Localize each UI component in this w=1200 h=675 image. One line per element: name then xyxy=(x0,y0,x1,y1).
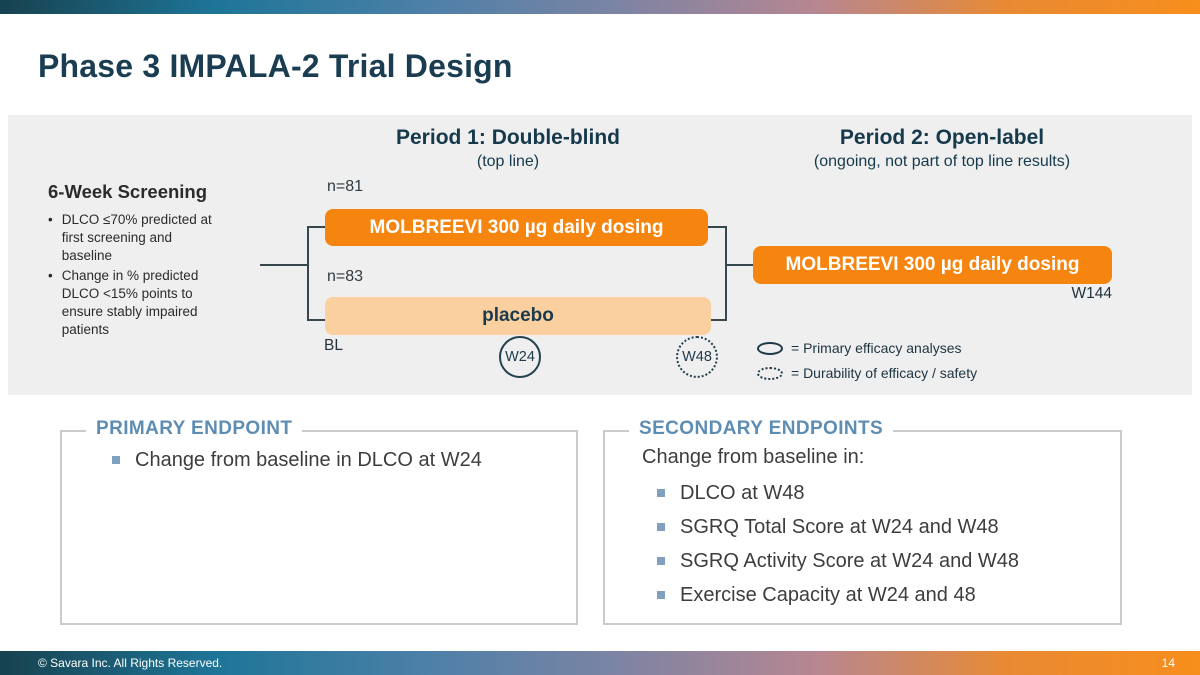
diagram-legend: = Primary efficacy analyses = Durability… xyxy=(757,338,977,388)
placebo-arm-bar: placebo xyxy=(325,297,711,335)
connector-right-stub-top xyxy=(705,226,727,228)
bullet-dot-icon: • xyxy=(48,268,53,283)
endpoint-text: DLCO at W48 xyxy=(680,482,805,504)
bullet-square-icon xyxy=(112,456,120,464)
screening-bullet-list: • DLCO ≤70% predicted at first screening … xyxy=(48,211,220,339)
period1-header: Period 1: Double-blind (top line) xyxy=(308,125,708,173)
secondary-endpoints-box: SECONDARY ENDPOINTS Change from baseline… xyxy=(603,418,1122,625)
secondary-endpoints-list: DLCO at W48 SGRQ Total Score at W24 and … xyxy=(657,481,1120,608)
legend-text: = Primary efficacy analyses xyxy=(791,340,962,356)
openlabel-arm-label: MOLBREEVI 300 µg daily dosing xyxy=(785,254,1080,275)
legend-text: = Durability of efficacy / safety xyxy=(791,365,978,381)
endpoint-item: Change from baseline in DLCO at W24 xyxy=(112,448,576,473)
endpoint-item: SGRQ Total Score at W24 and W48 xyxy=(657,515,1120,540)
screening-bullet-text: DLCO ≤70% predicted at first screening a… xyxy=(61,212,212,263)
w144-label: W144 xyxy=(1071,285,1113,302)
period2-subtitle: (ongoing, not part of top line results) xyxy=(813,153,1071,170)
solid-ellipse-icon xyxy=(757,341,783,355)
screening-title: 6-Week Screening xyxy=(48,181,208,202)
endpoint-item: Exercise Capacity at W24 and 48 xyxy=(657,583,1120,608)
connector-left-stub-top xyxy=(307,226,327,228)
period2-title: Period 2: Open-label xyxy=(839,126,1045,149)
bullet-square-icon xyxy=(657,523,665,531)
page-number: 14 xyxy=(1161,656,1175,670)
w48-label: W48 xyxy=(682,349,712,365)
screening-bullet: • Change in % predicted DLCO <15% points … xyxy=(48,267,220,339)
primary-endpoint-list: Change from baseline in DLCO at W24 xyxy=(112,448,576,473)
period1-subtitle: (top line) xyxy=(476,153,540,170)
endpoint-text: SGRQ Total Score at W24 and W48 xyxy=(680,516,999,538)
connector-screening-line xyxy=(260,264,307,266)
molbreevi-arm-bar: MOLBREEVI 300 µg daily dosing xyxy=(325,209,708,246)
endpoint-text: SGRQ Activity Score at W24 and W48 xyxy=(680,550,1020,572)
arm1-n-label: n=81 xyxy=(327,178,364,195)
bullet-dot-icon: • xyxy=(48,212,53,227)
screening-block: 6-Week Screening • DLCO ≤70% predicted at… xyxy=(48,181,263,341)
w48-marker: W48 xyxy=(676,336,718,378)
period2-header: Period 2: Open-label (ongoing, not part … xyxy=(732,125,1152,173)
connector-left-bracket-vertical xyxy=(307,226,309,321)
bullet-square-icon xyxy=(657,489,665,497)
connector-right-bracket-vertical xyxy=(725,226,727,321)
dotted-ellipse-icon xyxy=(757,366,783,380)
screening-bullet: • DLCO ≤70% predicted at first screening … xyxy=(48,211,220,265)
connector-right-stub-bottom xyxy=(709,319,727,321)
page-title: Phase 3 IMPALA-2 Trial Design xyxy=(38,48,513,84)
legend-row-primary: = Primary efficacy analyses xyxy=(757,338,977,358)
footer-bar: © Savara Inc. All Rights Reserved. 14 xyxy=(0,651,1200,675)
top-gradient-bar xyxy=(0,0,1200,14)
secondary-endpoints-title: SECONDARY ENDPOINTS xyxy=(629,418,894,440)
endpoint-text: Change from baseline in DLCO at W24 xyxy=(135,449,482,471)
primary-endpoint-box: PRIMARY ENDPOINT Change from baseline in… xyxy=(60,418,578,625)
bullet-square-icon xyxy=(657,591,665,599)
arm2-n-label: n=83 xyxy=(327,268,364,285)
baseline-label: BL xyxy=(324,337,343,354)
endpoint-item: DLCO at W48 xyxy=(657,481,1120,506)
screening-bullet-text: Change in % predicted DLCO <15% points t… xyxy=(61,268,199,337)
placebo-arm-label: placebo xyxy=(482,305,554,326)
period1-title: Period 1: Double-blind xyxy=(396,126,620,149)
legend-row-durability: = Durability of efficacy / safety xyxy=(757,363,977,383)
connector-openlabel-line xyxy=(725,264,755,266)
bullet-square-icon xyxy=(657,557,665,565)
trial-diagram-panel: Period 1: Double-blind (top line) Period… xyxy=(8,115,1192,395)
molbreevi-arm-label: MOLBREEVI 300 µg daily dosing xyxy=(369,216,664,238)
connector-left-stub-bottom xyxy=(307,319,327,321)
w24-marker: W24 xyxy=(499,336,541,378)
primary-endpoint-title: PRIMARY ENDPOINT xyxy=(86,418,303,440)
copyright-text: © Savara Inc. All Rights Reserved. xyxy=(38,656,223,670)
secondary-endpoints-intro: Change from baseline in: xyxy=(642,446,865,468)
endpoint-text: Exercise Capacity at W24 and 48 xyxy=(680,584,976,606)
w24-label: W24 xyxy=(505,349,535,365)
endpoint-item: SGRQ Activity Score at W24 and W48 xyxy=(657,549,1120,574)
openlabel-arm-bar: MOLBREEVI 300 µg daily dosing xyxy=(753,246,1112,284)
